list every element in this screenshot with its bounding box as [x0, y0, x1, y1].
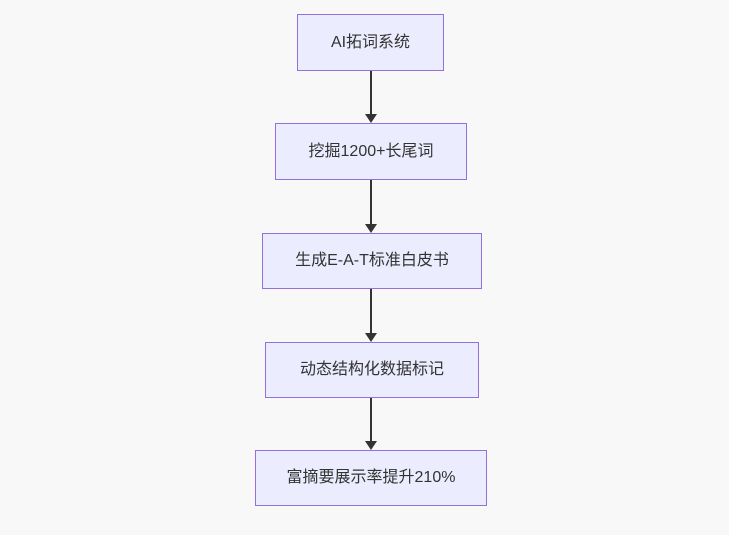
node-mine-longtail-keywords: 挖掘1200+长尾词: [275, 123, 467, 180]
node-ai-keyword-expansion-system: AI拓词系统: [297, 14, 444, 71]
node-label: 富摘要展示率提升210%: [286, 469, 456, 487]
arrow-head-icon: [365, 333, 377, 342]
arrow-line: [370, 180, 372, 224]
node-dynamic-structured-data-markup: 动态结构化数据标记: [265, 342, 479, 398]
arrow-c-to-d: [365, 289, 377, 342]
arrow-a-to-b: [365, 71, 377, 123]
node-label: AI拓词系统: [330, 33, 411, 51]
node-rich-snippet-rate-increase: 富摘要展示率提升210%: [255, 450, 487, 506]
node-label: 动态结构化数据标记: [299, 361, 444, 379]
arrow-b-to-c: [365, 180, 377, 233]
node-generate-eat-whitepaper: 生成E-A-T标准白皮书: [262, 233, 482, 289]
arrow-line: [370, 289, 372, 333]
arrow-line: [370, 71, 372, 114]
arrow-head-icon: [365, 114, 377, 123]
arrow-head-icon: [365, 441, 377, 450]
node-label: 挖掘1200+长尾词: [308, 142, 434, 160]
arrow-head-icon: [365, 224, 377, 233]
node-label: 生成E-A-T标准白皮书: [295, 252, 449, 270]
arrow-line: [370, 398, 372, 441]
arrow-d-to-e: [365, 398, 377, 450]
